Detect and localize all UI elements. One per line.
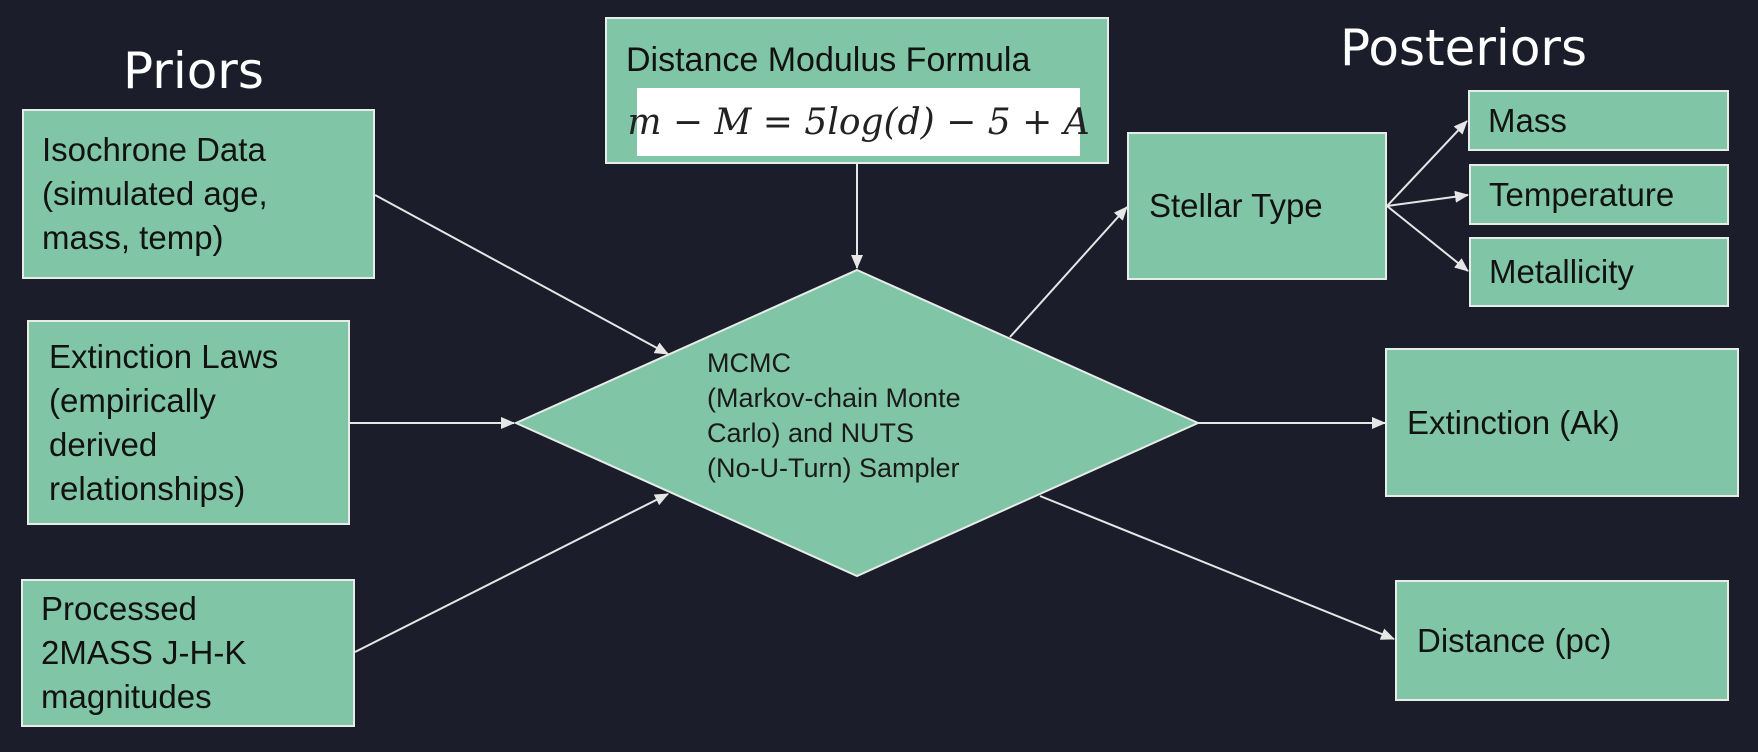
arrow-stellar-type-to-temperature (1386, 190, 1469, 207)
arrow-stellar-type-to-mass (1386, 120, 1468, 207)
formula-title: Distance Modulus Formula (626, 41, 1031, 79)
extinction-laws-line-2: (empirically (49, 381, 216, 419)
isochrone-line-3: mass, temp) (42, 219, 224, 256)
extinction-ak-box: Extinction (Ak) (1385, 348, 1739, 497)
stellar-type-box: Stellar Type (1127, 132, 1387, 280)
isochrone-data-box: Isochrone Data (simulated age, mass, tem… (22, 109, 375, 279)
stellar-type-label: Stellar Type (1149, 187, 1323, 224)
extinction-laws-line-1: Extinction Laws (49, 337, 279, 375)
mcmc-diamond (513, 268, 1201, 578)
extinction-laws-box: Extinction Laws (empirically derived rel… (27, 320, 350, 525)
processed-2mass-line-2: 2MASS J-H-K (41, 634, 247, 671)
mcmc-line-2: (Markov-chain Monte (707, 383, 961, 413)
processed-2mass-line-3: magnitudes (41, 678, 212, 715)
arrow-mcmc-to-distance (1039, 495, 1395, 640)
temperature-box: Temperature (1469, 164, 1729, 225)
extinction-ak-label: Extinction (Ak) (1407, 403, 1620, 441)
posteriors-heading: Posteriors (1340, 19, 1588, 77)
processed-2mass-box: Processed 2MASS J-H-K magnitudes (21, 579, 355, 727)
mcmc-line-3: Carlo) and NUTS (707, 418, 915, 448)
mcmc-label: MCMC (Markov-chain Monte Carlo) and NUTS… (707, 346, 961, 486)
isochrone-line-2: (simulated age, (42, 175, 268, 212)
extinction-laws-line-3: derived (49, 425, 158, 463)
priors-heading: Priors (123, 42, 264, 100)
extinction-laws-line-4: relationships) (49, 469, 246, 507)
mcmc-line-4: (No-U-Turn) Sampler (707, 453, 960, 483)
formula-equation: m − M = 5log(d) − 5 + A (627, 88, 1090, 156)
distance-pc-box: Distance (pc) (1395, 580, 1729, 701)
distance-modulus-box: Distance Modulus Formula m − M = 5log(d)… (605, 17, 1109, 164)
arrow-isochrone-to-mcmc (374, 194, 669, 355)
mcmc-line-1: MCMC (707, 348, 791, 378)
metallicity-label: Metallicity (1489, 253, 1634, 290)
isochrone-line-1: Isochrone Data (42, 131, 266, 168)
arrow-mcmc-to-stellar-type (1009, 206, 1128, 338)
mass-box: Mass (1468, 90, 1729, 151)
arrow-2mass-to-mcmc (354, 493, 669, 653)
processed-2mass-line-1: Processed (41, 590, 197, 627)
mass-label: Mass (1488, 101, 1567, 139)
arrow-stellar-type-to-metallicity (1386, 205, 1469, 272)
temperature-label: Temperature (1489, 175, 1675, 213)
metallicity-box: Metallicity (1469, 237, 1729, 307)
distance-pc-label: Distance (pc) (1417, 621, 1612, 659)
